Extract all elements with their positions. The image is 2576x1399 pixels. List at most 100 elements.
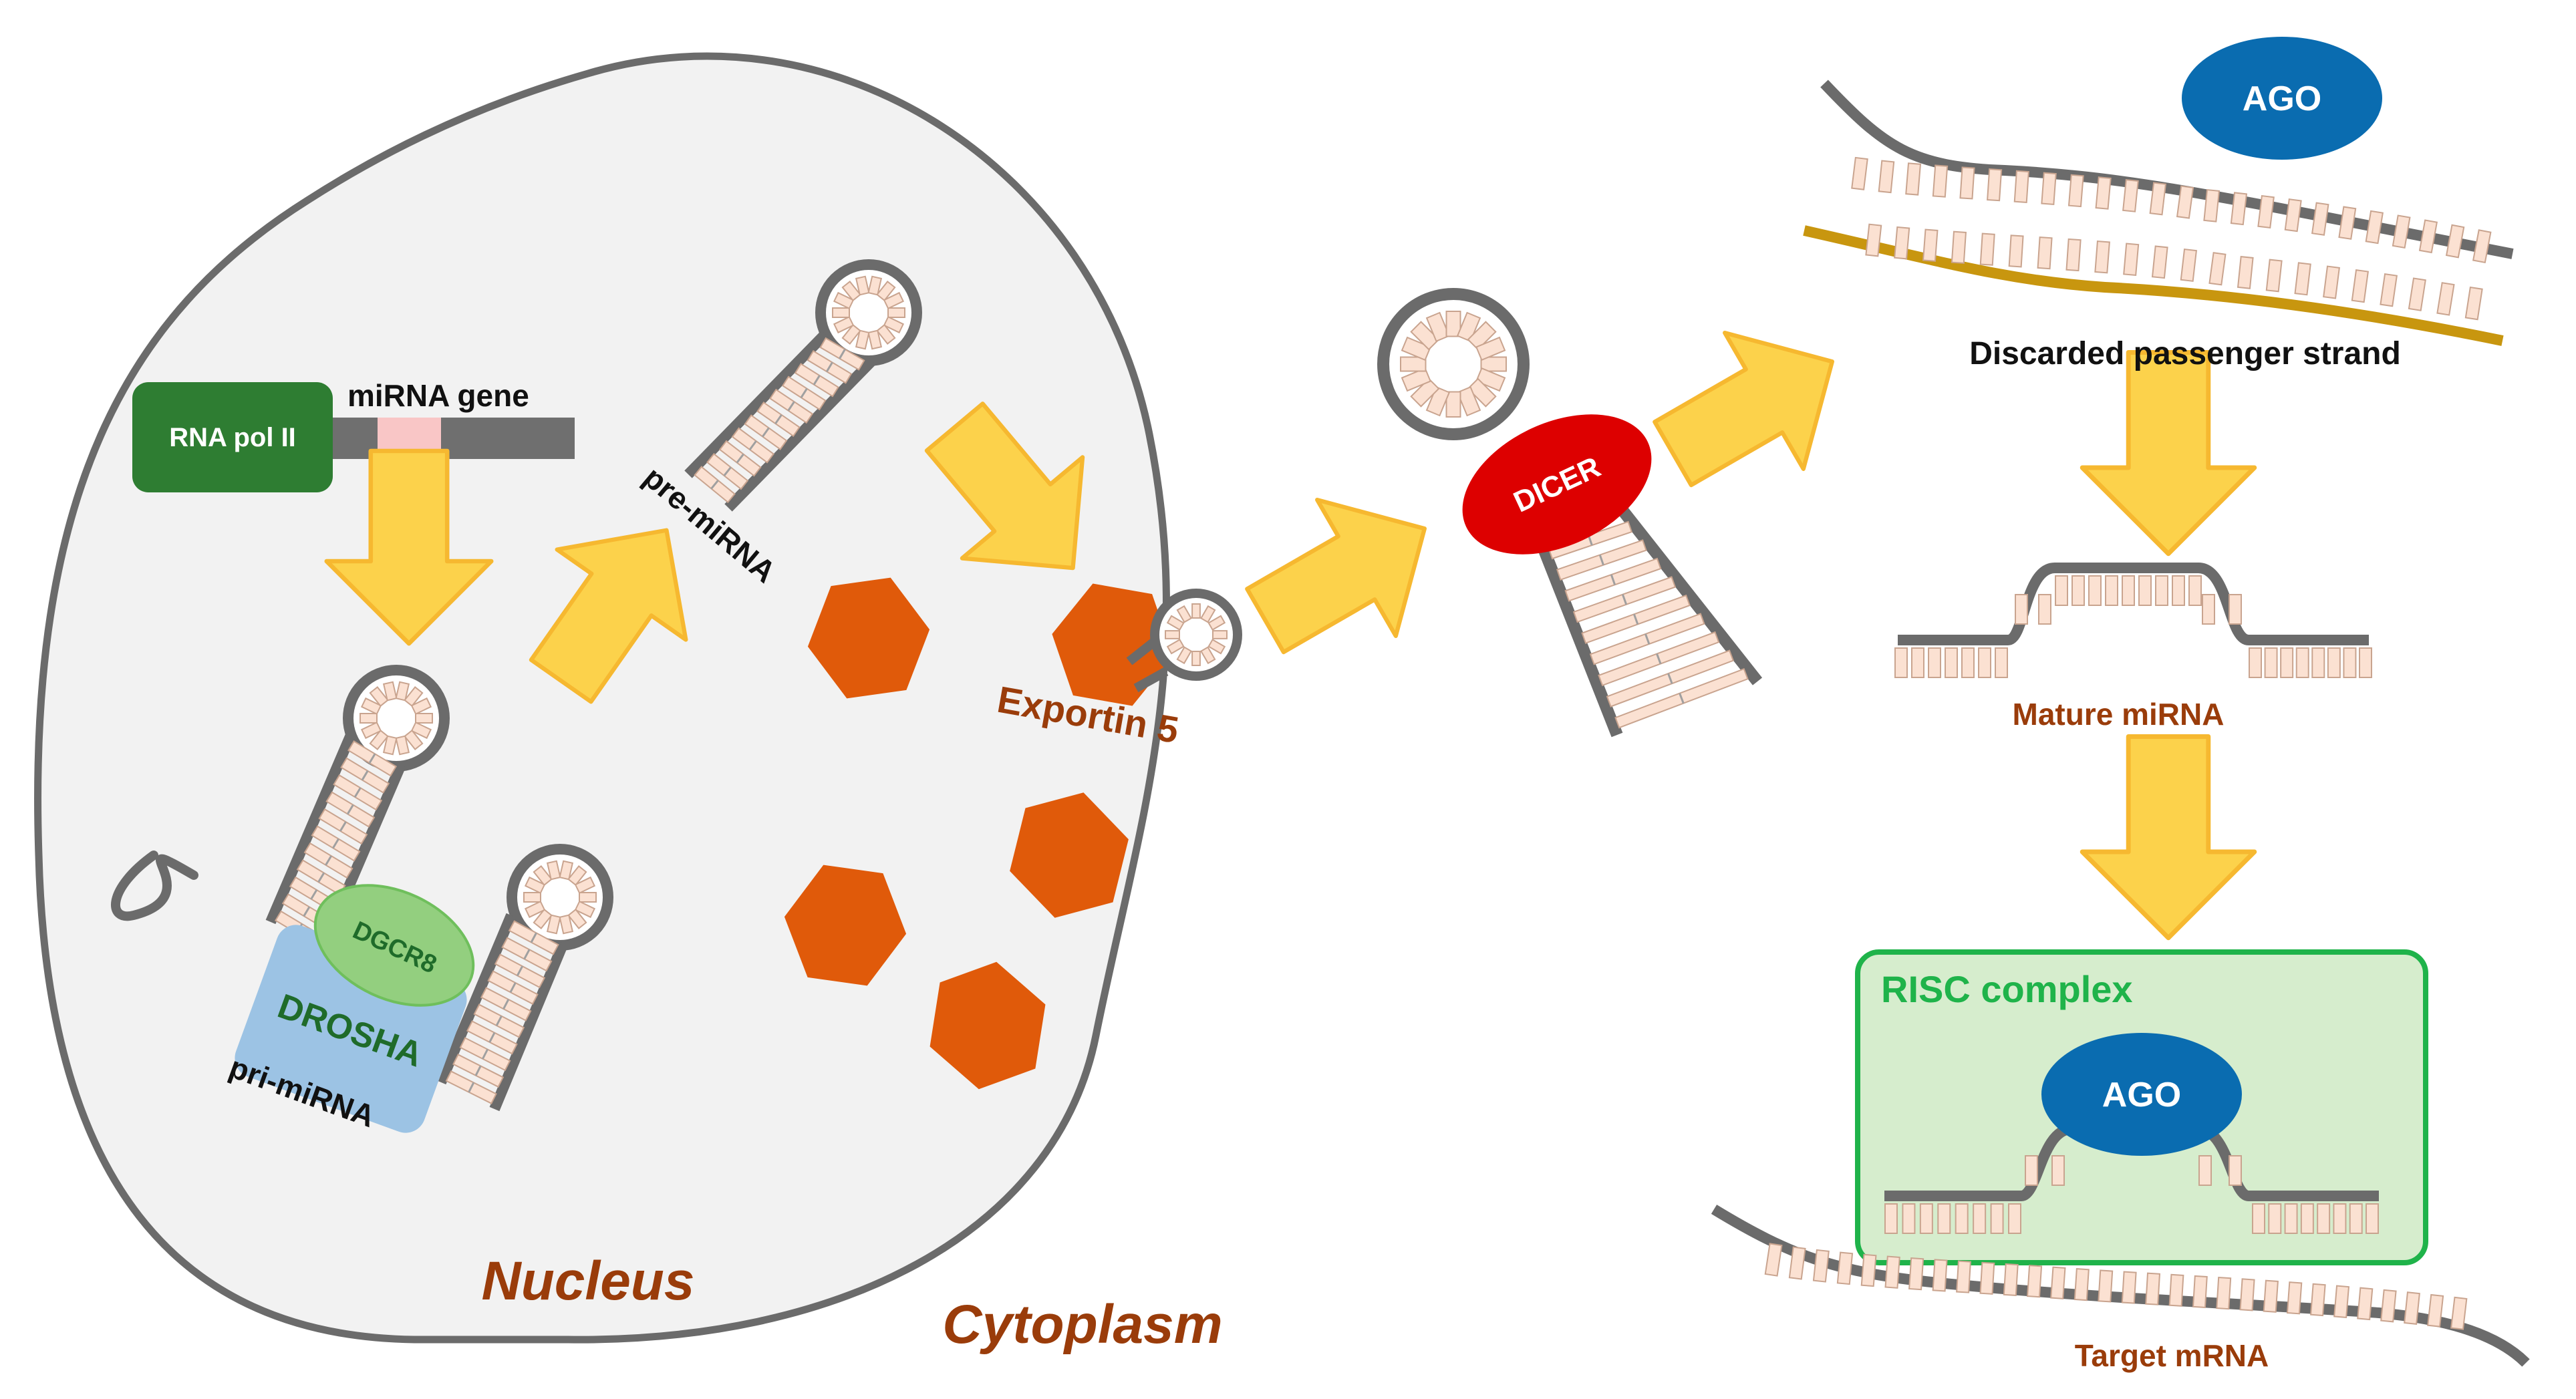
loop-base	[1191, 651, 1201, 666]
loop-base	[833, 315, 855, 334]
strand-base	[2343, 647, 2357, 678]
loop-base	[867, 275, 883, 296]
strand-base	[2408, 277, 2426, 311]
base-pair-divider	[748, 440, 757, 450]
strand-base	[2208, 252, 2227, 286]
base-pair-divider	[1667, 673, 1673, 684]
loop-base	[1191, 603, 1201, 619]
strand-base	[1990, 1203, 2004, 1234]
strand-base	[2008, 1203, 2021, 1234]
strand-base	[2155, 575, 2168, 606]
cell-membrane	[34, 52, 1170, 1344]
rna-pol-ii-box	[132, 382, 333, 492]
strand-base	[2295, 647, 2309, 678]
strand-base	[2317, 1203, 2331, 1234]
strand-base	[2073, 1268, 2090, 1301]
strand-base	[2065, 238, 2082, 272]
strand-base	[1851, 156, 1868, 190]
mature-mirna-label: Mature miRNA	[2013, 697, 2225, 732]
strand-base	[2094, 240, 2110, 274]
strand-base	[2280, 647, 2294, 678]
loop-base	[410, 697, 432, 716]
base-pair-divider	[339, 821, 347, 832]
loop-base	[855, 329, 870, 350]
strand-base	[2333, 1285, 2350, 1319]
loop-base	[546, 860, 561, 881]
base-pair-divider	[800, 387, 808, 398]
strand-base	[2265, 259, 2283, 293]
base-pair-divider	[1644, 633, 1651, 645]
base-pair-divider	[1679, 693, 1685, 704]
loop-base	[1475, 367, 1506, 392]
loop-base	[369, 729, 389, 750]
base-pair-divider	[774, 414, 782, 424]
cytoplasm-label: Cytoplasm	[942, 1294, 1222, 1355]
loop-base	[833, 291, 855, 310]
strand-base	[2268, 1203, 2282, 1234]
loop-base	[404, 729, 424, 750]
dicer-ellipse	[1462, 414, 1652, 555]
pre-mirna-hairpin	[684, 259, 922, 512]
base-pair-divider	[736, 453, 744, 464]
loop-base	[1467, 377, 1497, 408]
strand-base	[2138, 575, 2152, 606]
strand-base	[2323, 265, 2340, 299]
strand-base	[1908, 1257, 1924, 1291]
loop-base	[867, 329, 883, 350]
strand-base	[2263, 1279, 2279, 1313]
base-pair-divider	[325, 855, 332, 866]
strand-base	[2041, 172, 2057, 205]
loop-base	[1207, 639, 1226, 655]
loop-base	[567, 908, 587, 929]
base-pair-divider	[468, 1082, 475, 1093]
base-pair-divider	[762, 427, 770, 438]
strand-base	[2015, 594, 2028, 625]
strand-base	[2121, 1271, 2137, 1304]
strand-base	[1961, 647, 1975, 678]
strand-base	[1956, 1260, 1971, 1293]
strand-base	[2025, 1155, 2038, 1186]
strand-base	[2445, 224, 2465, 259]
base-pair-divider	[368, 753, 376, 764]
loop-base	[360, 697, 382, 716]
strand-base	[1987, 168, 2003, 202]
strand-base	[2380, 1289, 2397, 1323]
strand-base	[1878, 160, 1895, 194]
base-pair-divider	[1610, 574, 1616, 585]
strand-base	[2464, 286, 2483, 321]
arrow-exportin-to-dicer	[1226, 460, 1464, 688]
strand-base	[1905, 162, 1922, 196]
loop-base	[1166, 615, 1185, 631]
strand-base	[1836, 1251, 1854, 1285]
strand-base	[2436, 282, 2455, 316]
loop-base	[559, 860, 574, 881]
strand-base	[2038, 594, 2051, 625]
base-pair-divider	[825, 361, 833, 372]
loop-base	[1165, 630, 1180, 639]
strand-base	[1932, 164, 1949, 198]
base-pair-divider	[787, 401, 795, 412]
loop-base	[369, 686, 389, 708]
loop-base	[523, 892, 541, 903]
base-pair-divider	[495, 1016, 503, 1026]
loop-base	[1456, 386, 1481, 417]
strand-base	[2151, 245, 2168, 279]
base-pair-divider	[488, 1032, 496, 1043]
strand-base	[1788, 1246, 1806, 1280]
strand-base	[2180, 248, 2198, 282]
loop-base	[883, 291, 905, 310]
loop-base	[533, 865, 553, 887]
loop-base	[395, 735, 410, 756]
strand-base	[2252, 1203, 2265, 1234]
loop-base	[1166, 639, 1185, 655]
strand-base	[2311, 647, 2325, 678]
ago-top-ellipse	[2182, 37, 2382, 160]
strand-base	[1902, 1203, 1916, 1234]
strand-base	[2311, 202, 2329, 236]
strand-base	[2168, 1273, 2184, 1307]
target-mrna	[1711, 1205, 2530, 1367]
loop-base	[524, 876, 546, 895]
strand-base	[2239, 1278, 2255, 1311]
strand-base	[2088, 575, 2102, 606]
